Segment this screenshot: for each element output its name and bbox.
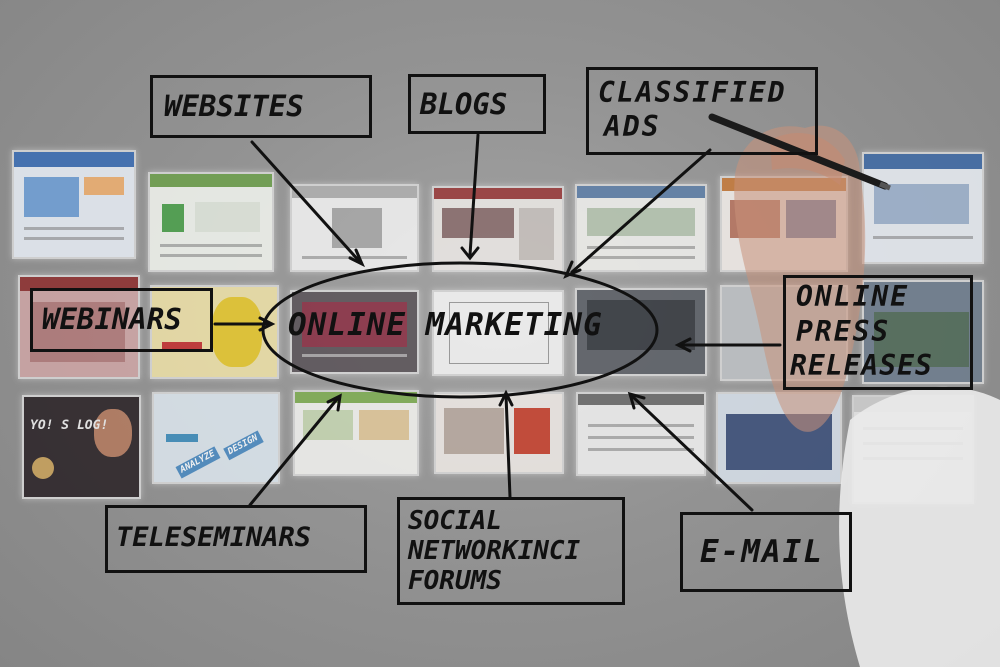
screen-thumbnail [293, 390, 419, 476]
node-press-line2: PRESS [796, 315, 891, 348]
node-classified-ads-line2: ADS [604, 110, 661, 143]
node-email: E-MAIL [700, 534, 824, 570]
node-websites: WEBSITES [164, 89, 304, 123]
screen-thumbnail [434, 392, 564, 474]
screen-thumbnail [862, 280, 984, 384]
node-social-line2: NETWORKINCI [408, 536, 581, 566]
node-classified-ads-line1: CLASSIFIED [598, 76, 787, 109]
screen-thumbnail [432, 290, 564, 376]
screen-thumbnail [148, 172, 274, 272]
node-box-websites [150, 75, 372, 138]
blog-thumb-title: Yo! s Log! [30, 418, 109, 433]
screen-thumbnail: Yo! s Log! [22, 395, 141, 499]
screen-thumbnail [12, 150, 136, 259]
screen-thumbnail [18, 275, 140, 379]
node-blogs: BLOGS [420, 87, 508, 121]
screen-thumbnail [862, 152, 984, 264]
node-webinars: WEBINARS [42, 302, 182, 336]
node-teleseminars: TELESEMINARS [116, 522, 312, 553]
screen-thumbnail: ANALYZE DESIGN [152, 392, 280, 484]
node-box-teleseminars [105, 505, 367, 573]
screen-thumbnail [432, 186, 564, 272]
screen-thumbnail [716, 392, 842, 484]
node-box-online-press-releases [783, 275, 973, 390]
center-label: ONLINE MARKETING [288, 307, 603, 343]
node-press-line1: ONLINE [796, 280, 910, 313]
node-box-blogs [408, 74, 546, 134]
node-press-line3: RELEASES [790, 349, 933, 382]
node-social-line3: FORUMS [408, 566, 502, 596]
node-box-social-networking-forums [397, 497, 625, 605]
screen-thumbnail [150, 285, 279, 379]
node-box-email [680, 512, 852, 592]
screen-thumbnail [575, 184, 707, 272]
node-box-classified-ads [586, 67, 818, 155]
node-social-line1: SOCIAL [408, 506, 502, 536]
node-box-webinars [30, 288, 213, 352]
screen-thumbnail [290, 290, 419, 374]
